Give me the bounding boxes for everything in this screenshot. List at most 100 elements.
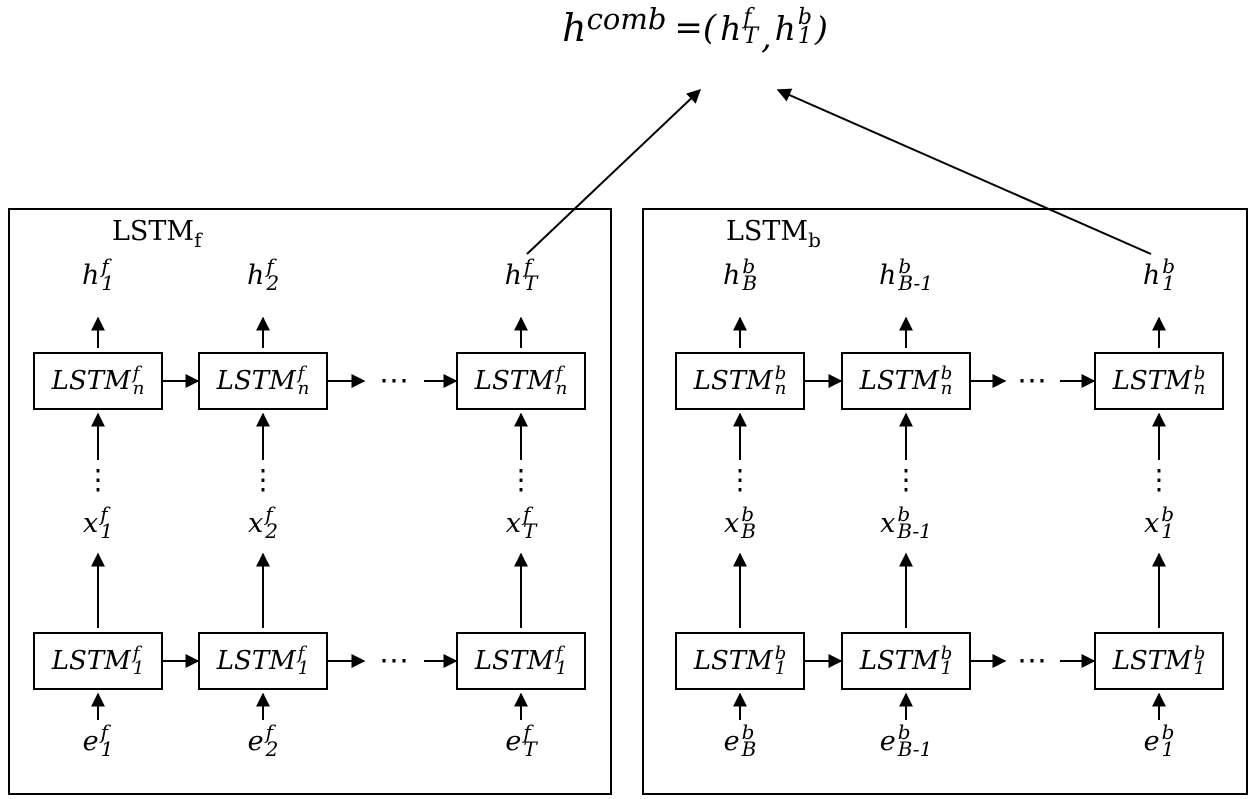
- sub: B: [742, 271, 758, 295]
- sup: f: [522, 502, 531, 526]
- base: x: [880, 507, 896, 539]
- sub: T: [522, 519, 537, 543]
- sub: 1: [774, 658, 787, 679]
- sub: B-1: [897, 519, 932, 543]
- base: x: [1143, 507, 1160, 539]
- base: e: [505, 725, 522, 757]
- formula-base: h: [562, 6, 587, 50]
- title-sub: b: [808, 228, 821, 252]
- base: LSTM: [216, 646, 296, 676]
- sup: b: [797, 5, 812, 31]
- sub: 1: [101, 271, 115, 295]
- base: LSTM: [51, 646, 131, 676]
- sub: 1: [797, 24, 812, 49]
- sub: n: [555, 378, 568, 399]
- sup: f: [101, 254, 109, 278]
- sup: b: [742, 254, 756, 278]
- base: e: [723, 725, 740, 757]
- backward-to-comb-arrow: [776, 88, 1152, 255]
- base: h: [720, 8, 742, 48]
- sup: b: [1162, 254, 1176, 278]
- vertical-ellipsis: ⋮: [84, 463, 112, 496]
- base: x: [248, 507, 264, 539]
- base: LSTM: [1112, 366, 1192, 396]
- base: x: [724, 507, 740, 539]
- sub: 1: [1161, 519, 1174, 543]
- backward-lstm-box: [642, 208, 1248, 795]
- vertical-ellipsis: ⋮: [1145, 463, 1173, 496]
- sup: f: [132, 642, 140, 664]
- horizontal-ellipsis: ⋯: [379, 363, 409, 399]
- sup: b: [774, 362, 787, 384]
- sup: b: [741, 502, 755, 526]
- sup: f: [523, 720, 531, 744]
- sup: f: [132, 362, 140, 384]
- base: h: [504, 259, 523, 291]
- base: e: [82, 725, 99, 757]
- sup: f: [266, 254, 274, 278]
- sub: 1: [100, 519, 113, 543]
- horizontal-ellipsis: ⋯: [1017, 643, 1047, 679]
- sub: B-1: [897, 737, 933, 761]
- sub: 1: [1193, 658, 1206, 679]
- horizontal-ellipsis: ⋯: [1017, 363, 1047, 399]
- sup: f: [524, 254, 532, 278]
- base: LSTM: [51, 366, 131, 396]
- base: e: [879, 725, 896, 757]
- base: h: [246, 259, 265, 291]
- base: h: [81, 259, 100, 291]
- base: LSTM: [859, 646, 939, 676]
- formula-superscript: comb: [586, 2, 667, 36]
- forward-lstm-box: [8, 208, 612, 795]
- sup: f: [265, 720, 274, 744]
- vertical-ellipsis: ⋮: [249, 463, 277, 496]
- sub: n: [774, 378, 787, 399]
- sub: 1: [555, 658, 568, 679]
- vertical-ellipsis: ⋮: [726, 463, 754, 496]
- vertical-ellipsis: ⋮: [507, 463, 535, 496]
- horizontal-ellipsis: ⋯: [379, 643, 409, 679]
- sub: n: [1193, 378, 1206, 399]
- formula-comma: ,: [761, 16, 772, 56]
- sub: B: [741, 737, 757, 761]
- sub: 2: [265, 737, 279, 761]
- sub: 1: [132, 658, 145, 679]
- sup: b: [1161, 502, 1175, 526]
- sup: b: [940, 362, 953, 384]
- base: LSTM: [859, 366, 939, 396]
- backward-box-title: LSTMb: [726, 216, 821, 252]
- sup: f: [100, 502, 108, 526]
- sub: 1: [940, 658, 953, 679]
- base: x: [83, 507, 99, 539]
- sub: T: [743, 24, 759, 49]
- sub: 1: [1161, 737, 1175, 761]
- base: e: [1143, 725, 1160, 757]
- base: LSTM: [693, 646, 773, 676]
- sub: 2: [265, 519, 278, 543]
- combine-arrows: [526, 88, 1152, 255]
- base: e: [247, 725, 264, 757]
- sup: b: [940, 642, 953, 664]
- formula-close-paren: ): [814, 8, 828, 48]
